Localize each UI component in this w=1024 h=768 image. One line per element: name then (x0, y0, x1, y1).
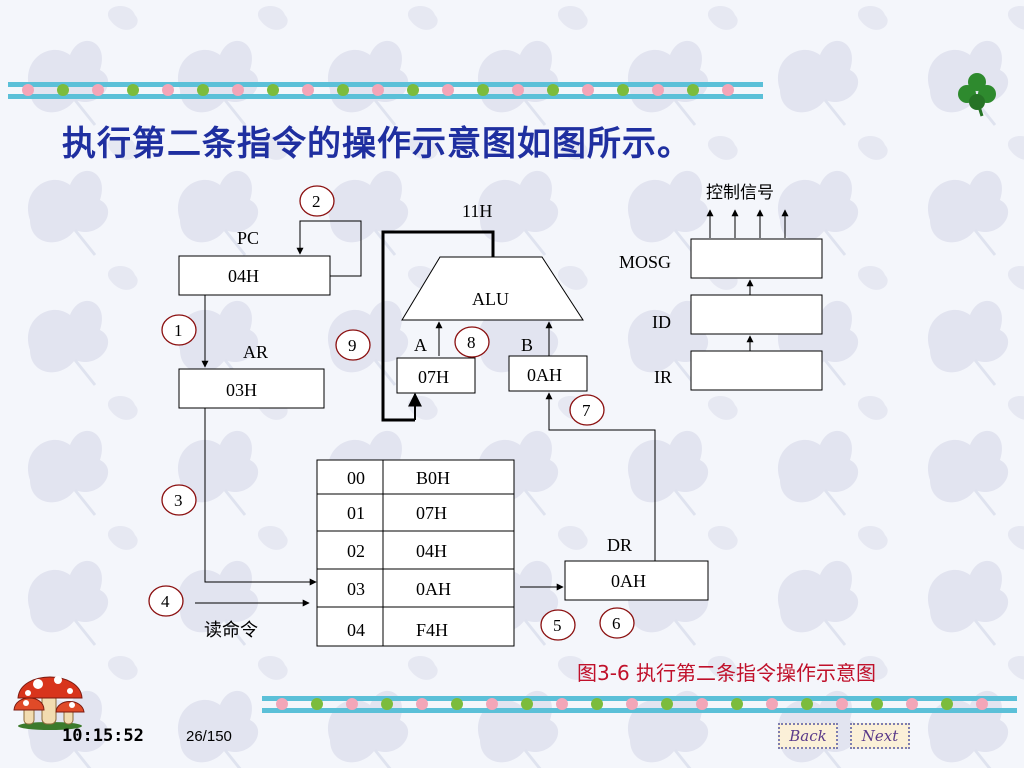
step-number-7: 7 (582, 401, 591, 420)
memory-table: 00 B0H 01 07H 02 04H 03 0AH 04 F4H (316, 459, 515, 647)
memory-value-3: 0AH (416, 579, 451, 599)
memory-addr-3: 03 (347, 579, 365, 599)
reg-a-label: A (414, 335, 427, 355)
clock: 10:15:52 (62, 726, 144, 746)
step-circle-4 (148, 585, 184, 617)
mosg-label: MOSG (619, 252, 671, 272)
reg-b-value: 0AH (527, 365, 562, 385)
memory-addr-4: 04 (347, 620, 365, 640)
step-circle-1 (161, 314, 197, 346)
reg-a (396, 357, 476, 394)
dr-label: DR (607, 535, 632, 555)
reg-b (508, 355, 588, 392)
id-label: ID (652, 312, 671, 332)
memory-value-0: B0H (416, 468, 450, 488)
step-circle-3 (161, 484, 197, 516)
dr-register (564, 560, 709, 601)
reg-a-value: 07H (418, 367, 449, 387)
step-circle-8 (454, 326, 490, 358)
step-circle-2 (299, 185, 335, 217)
step-number-5: 5 (553, 616, 562, 635)
step-circle-5 (540, 609, 576, 641)
dr-value: 0AH (611, 571, 646, 591)
step-circle-7 (569, 394, 605, 426)
clover-icon (958, 73, 996, 117)
pc-register (178, 255, 331, 296)
mosg-block (690, 238, 823, 279)
ar-register (178, 368, 325, 409)
slide-title: 执行第二条指令的操作示意图如图所示。 (62, 124, 692, 164)
alu-label: ALU (472, 289, 509, 309)
ar-label: AR (243, 342, 268, 362)
step-circle-6 (599, 607, 635, 639)
memory-value-4: F4H (416, 620, 448, 640)
memory-value-2: 04H (416, 541, 447, 561)
step-number-3: 3 (174, 491, 183, 510)
alu-result: 11H (462, 201, 492, 221)
memory-addr-2: 02 (347, 541, 365, 561)
back-button[interactable]: Back (778, 723, 838, 749)
bottom-decorative-stripe (262, 696, 1017, 713)
next-button[interactable]: Next (850, 723, 910, 749)
step-number-1: 1 (174, 321, 183, 340)
dr-to-b-arrow (545, 392, 656, 561)
control-signals-label: 控制信号 (706, 183, 774, 203)
step-number-6: 6 (612, 614, 621, 633)
step-number-8: 8 (467, 333, 476, 352)
ar-to-memory-arrow (204, 408, 317, 586)
step-number-2: 2 (312, 192, 321, 211)
mushroom-icon (13, 676, 85, 730)
memory-value-1: 07H (416, 503, 447, 523)
memory-addr-1: 01 (347, 503, 365, 523)
step-number-4: 4 (161, 592, 170, 611)
step-circle-9 (335, 329, 371, 361)
page-counter: 26/150 (186, 728, 232, 745)
reg-b-label: B (521, 335, 533, 355)
ir-label: IR (654, 367, 672, 387)
pc-increment-loop (296, 220, 362, 277)
figure-caption: 图3-6 执行第二条指令操作示意图 (577, 661, 877, 685)
ar-value: 03H (226, 380, 257, 400)
memory-addr-0: 00 (347, 468, 365, 488)
top-decorative-stripe (8, 82, 763, 99)
id-block (690, 294, 823, 335)
step-number-9: 9 (348, 336, 357, 355)
read-command-label: 读命令 (204, 620, 258, 641)
pc-value: 04H (228, 266, 259, 286)
alu-block (401, 256, 584, 321)
pc-label: PC (237, 228, 259, 248)
ir-block (690, 350, 823, 391)
alu-result-feedback-line (381, 230, 495, 422)
